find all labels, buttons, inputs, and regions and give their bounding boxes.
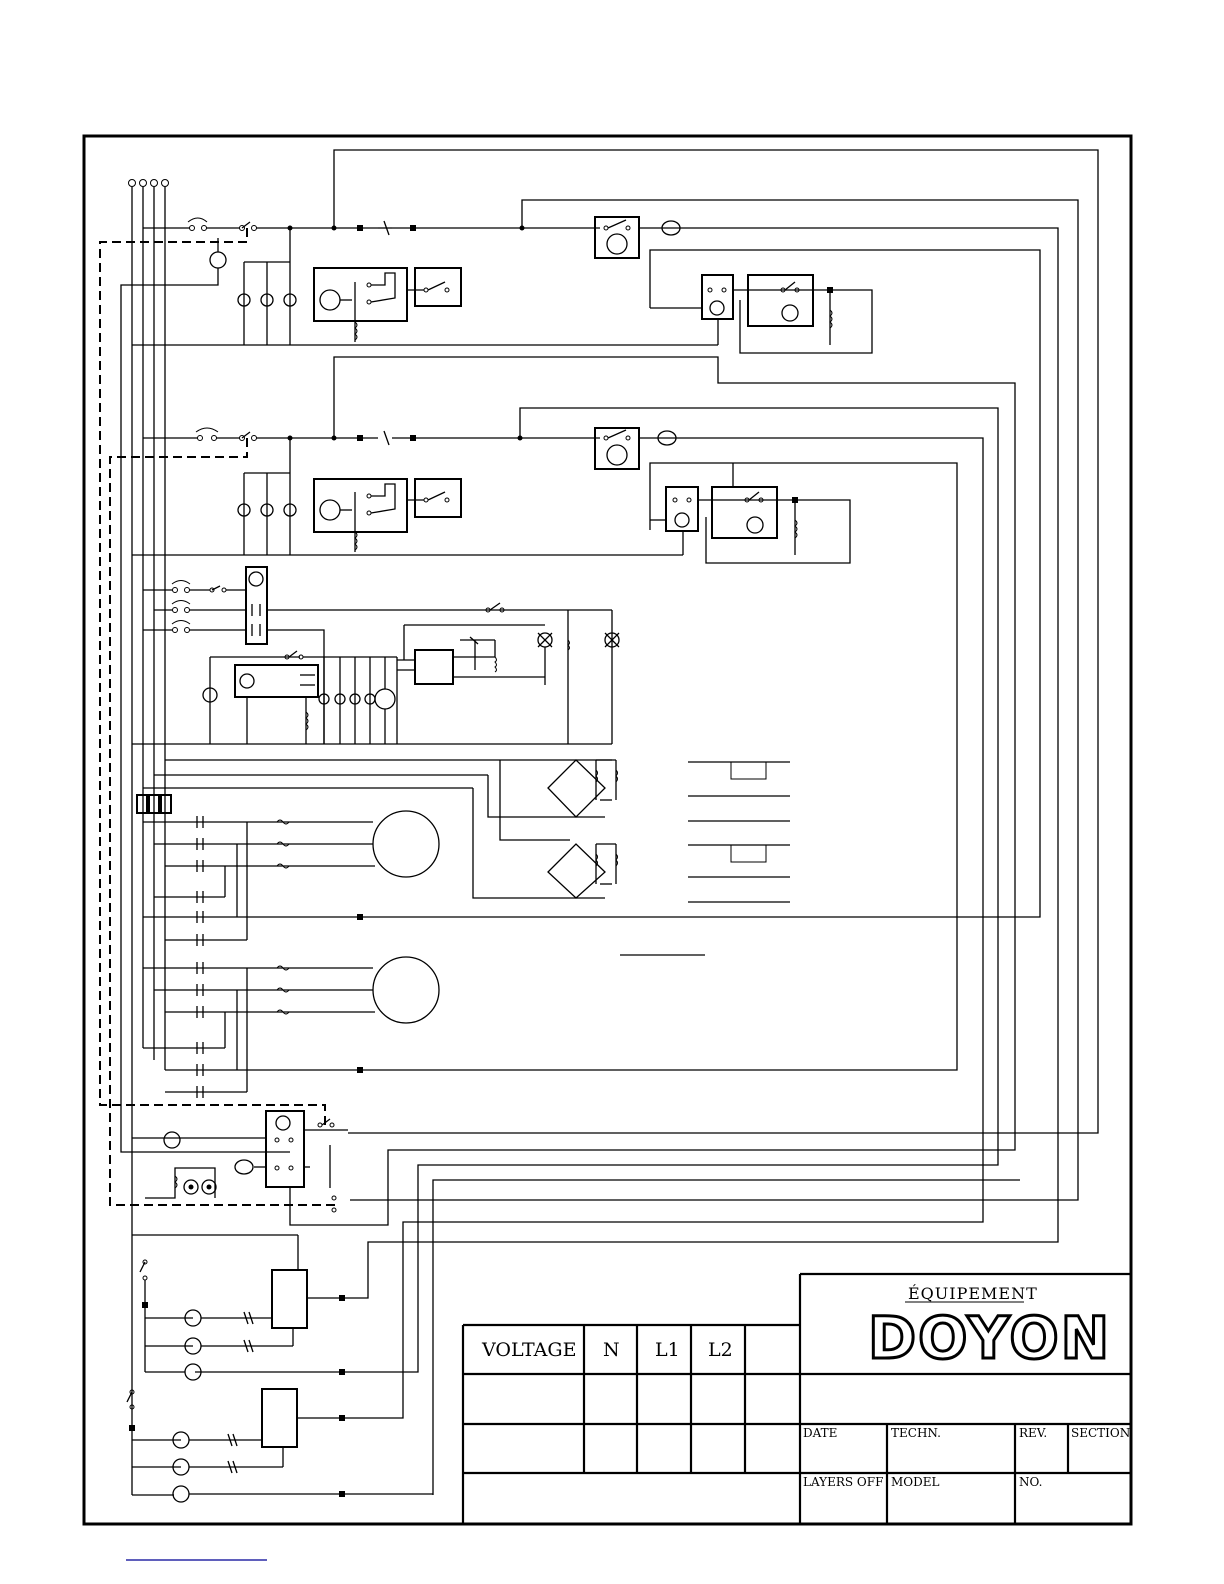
dashed-enclosure: [100, 228, 338, 1205]
brand-equipement: ÉQUIPEMENT: [908, 1283, 1038, 1303]
date-label: DATE: [803, 1426, 837, 1440]
heater-legend: [620, 762, 790, 955]
brand-logo: DOYON: [868, 1304, 1111, 1372]
number-label: NO.: [1019, 1475, 1042, 1489]
heater-delta-networks: [473, 760, 618, 898]
circuit-2: [132, 428, 798, 555]
motor-section: [137, 760, 612, 1098]
title-block: VOLTAGE N L1 L2 ÉQUIPEMENT DOYON DATE TE…: [463, 1274, 1131, 1524]
power-bus-lines: [132, 187, 165, 1495]
column-n-header: N: [603, 1339, 620, 1361]
lower-control: [127, 1111, 433, 1502]
model-label: MODEL: [891, 1475, 940, 1489]
rev-label: REV.: [1019, 1426, 1047, 1440]
power-terminals: [129, 180, 169, 187]
techn-label: TECHN.: [891, 1426, 941, 1440]
section-label: SECTION: [1071, 1426, 1130, 1440]
column-l1-header: L1: [655, 1339, 680, 1361]
column-l2-header: L2: [708, 1339, 733, 1361]
circuit-3: [132, 567, 619, 744]
layers-off-label: LAYERS OFF: [803, 1475, 883, 1489]
voltage-header: VOLTAGE: [481, 1339, 576, 1361]
